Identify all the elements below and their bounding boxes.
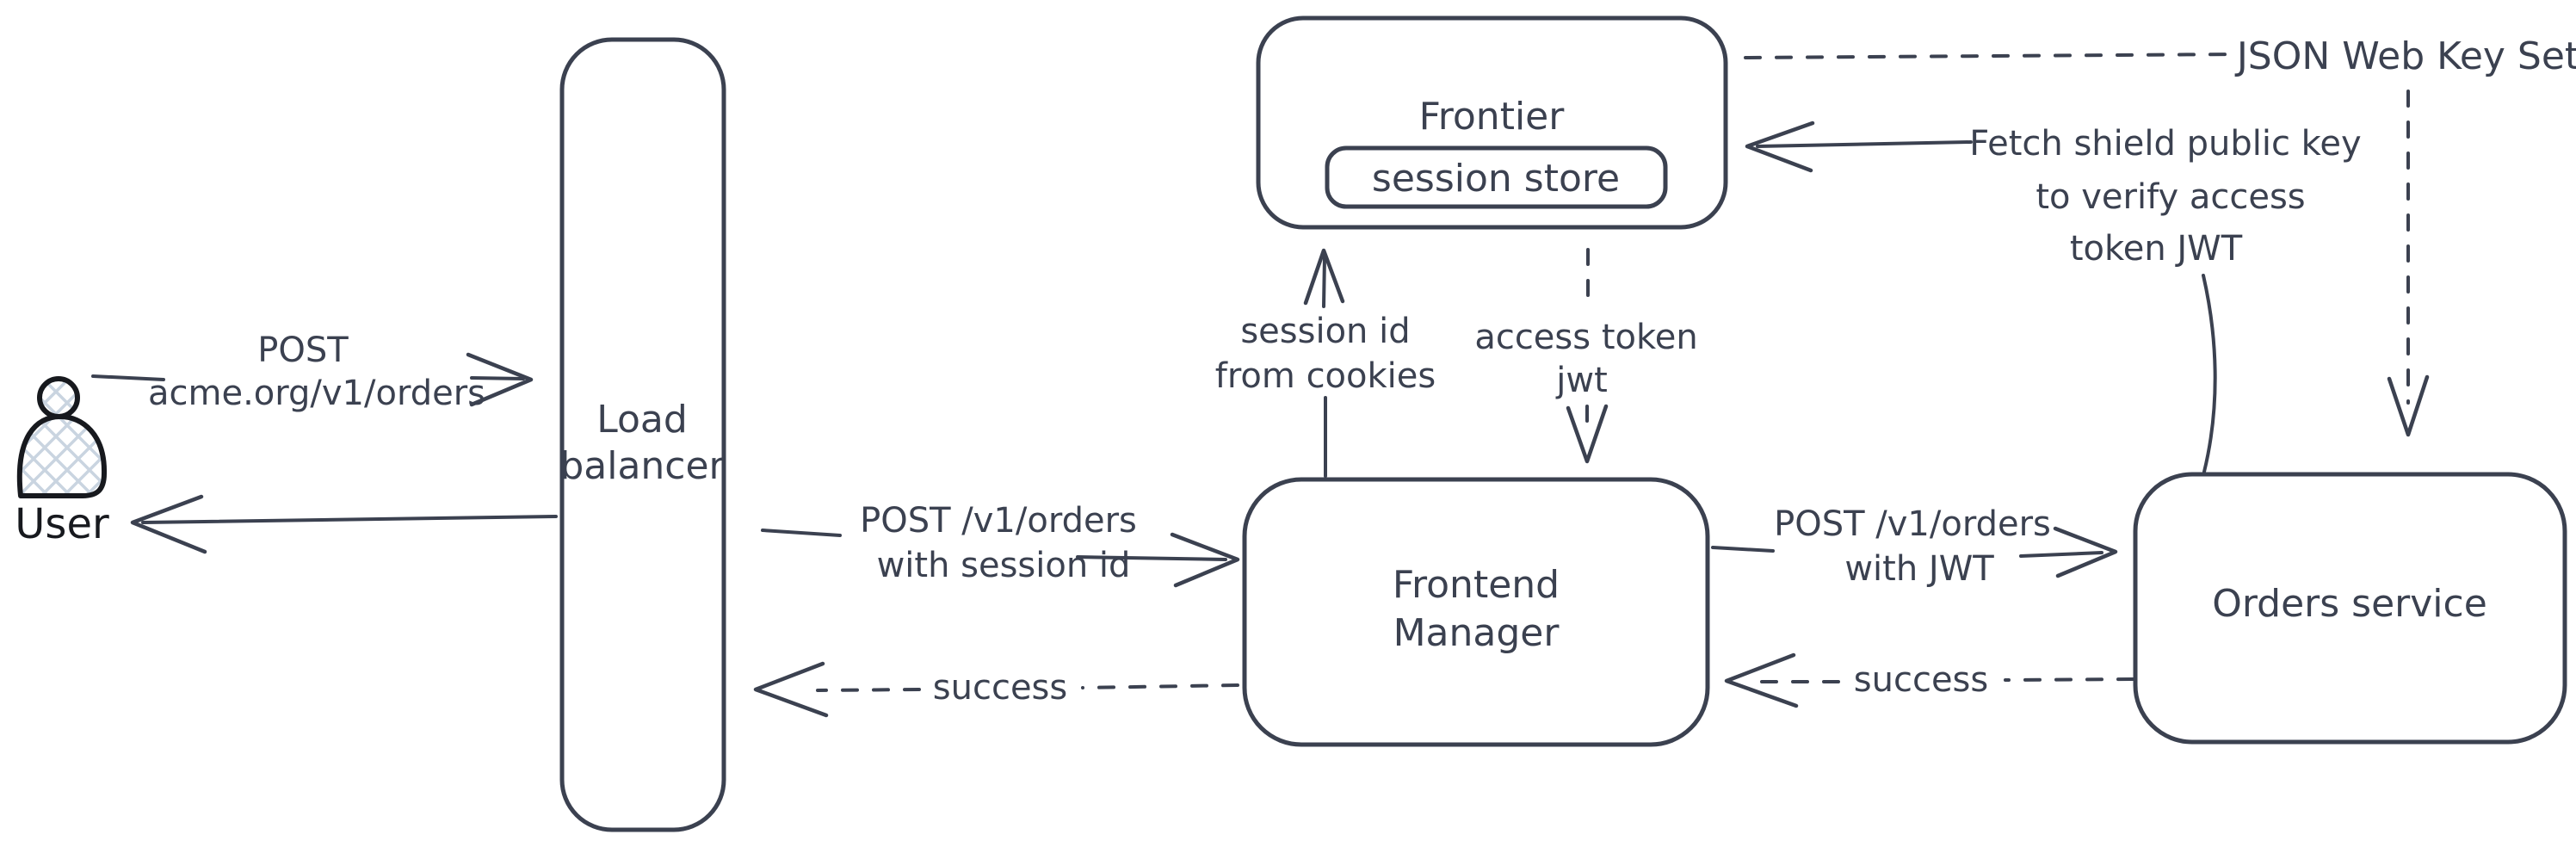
load-balancer-label-line1: Load <box>596 398 688 442</box>
arrow-lead <box>470 376 525 380</box>
user-node <box>16 376 108 498</box>
edge-label-post-orders-session-line1: POST /v1/orders <box>860 501 1137 541</box>
arrow-lead <box>1322 255 1326 308</box>
arrowhead-up <box>1303 248 1345 306</box>
arrowhead-left <box>130 494 207 554</box>
edge-label-success-left: success <box>933 668 1067 708</box>
arrow-line <box>141 515 558 524</box>
edge-label-access-token-line2: jwt <box>1555 361 1608 400</box>
arrowhead-right <box>466 352 534 407</box>
frontier-box <box>1256 15 1728 230</box>
edge-label-post: POST <box>257 331 349 370</box>
frontier-label: Frontier <box>1419 95 1566 139</box>
load-balancer-label-line2: balancer <box>559 444 725 488</box>
arrowhead-left <box>753 661 829 718</box>
arrowhead-down <box>1566 404 1609 464</box>
orders-service-label: Orders service <box>2212 582 2487 626</box>
edge-label-access-token-line1: access token <box>1474 318 1697 357</box>
diagram-labels: Load balancer Frontier session store Fro… <box>148 34 2576 708</box>
edge-label-fetch-key-line1: Fetch shield public key <box>1969 124 2361 164</box>
edge-label-post-orders-jwt-line2: with JWT <box>1844 549 1994 589</box>
edge-label-acme-url: acme.org/v1/orders <box>148 374 485 413</box>
frontend-manager-label-line2: Manager <box>1393 611 1560 655</box>
dashed-segment <box>1081 683 1239 689</box>
arrow-tail <box>1711 546 1775 553</box>
edge-label-session-id-line1: session id <box>1240 312 1410 351</box>
arrow-tail <box>761 529 842 537</box>
arrow-line <box>1756 140 1973 148</box>
user-label-group: User <box>15 500 109 548</box>
dashed-segment <box>2004 677 2134 682</box>
arrow-orders-service-to-frontier <box>1745 121 2217 473</box>
edge-label-post-orders-session-line2: with session id <box>877 546 1131 585</box>
diagram-shapes <box>91 15 2567 832</box>
arrowhead-left <box>1745 121 1815 173</box>
arrow-orders-service-to-frontend-manager <box>1724 652 2134 708</box>
session-store-label: session store <box>1372 157 1620 201</box>
frontend-manager-label-line1: Frontend <box>1393 563 1560 607</box>
arrowhead-right <box>2053 526 2118 578</box>
arrowhead-down <box>2387 374 2430 437</box>
arrow-curve <box>2202 274 2217 473</box>
user-icon-head <box>37 376 80 419</box>
arrow-load-balancer-to-frontend-manager <box>761 529 1240 588</box>
arrow-frontend-manager-to-frontier <box>1303 248 1345 478</box>
session-store-box <box>1325 145 1668 209</box>
arrow-frontend-manager-to-load-balancer <box>753 661 1239 718</box>
frontend-manager-box <box>1242 477 1710 747</box>
arrow-frontier-to-jwks <box>1744 53 2430 437</box>
arrowhead-right <box>1170 532 1240 588</box>
edge-label-success-right: success <box>1854 660 1988 700</box>
edge-label-fetch-key-line2: to verify access <box>2035 177 2305 217</box>
arrow-tail <box>91 374 165 381</box>
arrow-frontier-to-frontend-manager <box>1566 248 1609 464</box>
dashed-segment <box>816 688 921 692</box>
dashed-horizontal <box>1744 53 2239 59</box>
edge-label-session-id-line2: from cookies <box>1215 356 1436 396</box>
arrow-user-to-load-balancer <box>91 352 534 407</box>
arrowhead-left <box>1724 652 1799 708</box>
load-balancer-box <box>559 37 726 832</box>
arrow-frontend-manager-to-orders-service <box>1711 526 2118 578</box>
orders-service-box <box>2133 472 2567 745</box>
arrow-lead <box>1076 555 1227 561</box>
arrow-lead <box>2019 551 2103 558</box>
jwks-label: JSON Web Key Set <box>2234 34 2576 78</box>
edge-label-fetch-key-line3: token JWT <box>2070 229 2243 269</box>
user-label: User <box>15 500 109 548</box>
edge-label-post-orders-jwt-line1: POST /v1/orders <box>1774 504 2051 544</box>
user-icon-body <box>16 414 108 498</box>
arrow-load-balancer-to-user <box>130 494 558 554</box>
